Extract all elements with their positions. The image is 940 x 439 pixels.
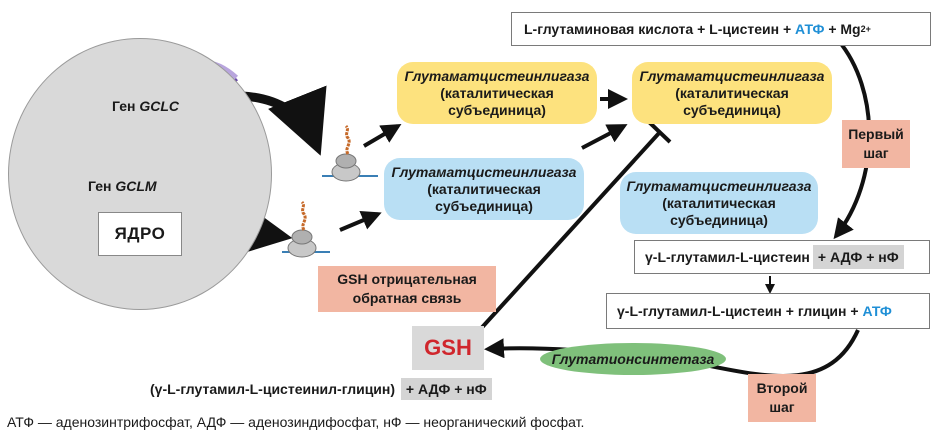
final-product: (γ-L-глутамил-L-цистеинил-глицин) + АДФ … (150, 378, 492, 400)
ligase-catalytic-subunit-yellow: Глутаматцистеинлигаза (каталитическая су… (397, 62, 597, 124)
ribosome-icon (322, 124, 378, 182)
first-step-label: Первый шаг (842, 120, 910, 168)
second-step-label: Второй шаг (748, 374, 816, 422)
nucleus-label: ЯДРО (98, 212, 182, 256)
ligase-holoenzyme: Глутаматцистеинлигаза (каталитическая су… (632, 62, 832, 124)
abbreviations-footnote: АТФ — аденозинтрифосфат, АДФ — аденозинд… (7, 414, 585, 430)
intermediate-dipeptide-box: γ-L-глутамил-L-цистеин+ АДФ + нФ (634, 240, 930, 274)
ligase-modifier-subunit-blue: Глутаматцистеинлигаза (каталитическая су… (384, 158, 584, 220)
ligase-modifier-subunit-blue-2: Глутаматцистеинлигаза (каталитическая су… (620, 172, 818, 234)
substrates-box: L-глутаминовая кислота + L-цистеин + АТФ… (511, 12, 931, 46)
gene-gclm-label: Ген GCLM (88, 178, 157, 194)
ribosome-icon (282, 200, 330, 258)
gsh-label: GSH (412, 326, 484, 370)
nucleus (8, 38, 272, 310)
dipeptide-glycine-box: γ-L-глутамил-L-цистеин + глицин + АТФ (606, 293, 930, 329)
transcription-arrow (241, 85, 327, 156)
gsh-negative-feedback-label: GSH отрицательная обратная связь (318, 266, 496, 312)
glutathione-synthetase: Глутатионсинтетаза (540, 343, 726, 375)
gene-gclc-label: Ген GCLC (112, 98, 180, 114)
